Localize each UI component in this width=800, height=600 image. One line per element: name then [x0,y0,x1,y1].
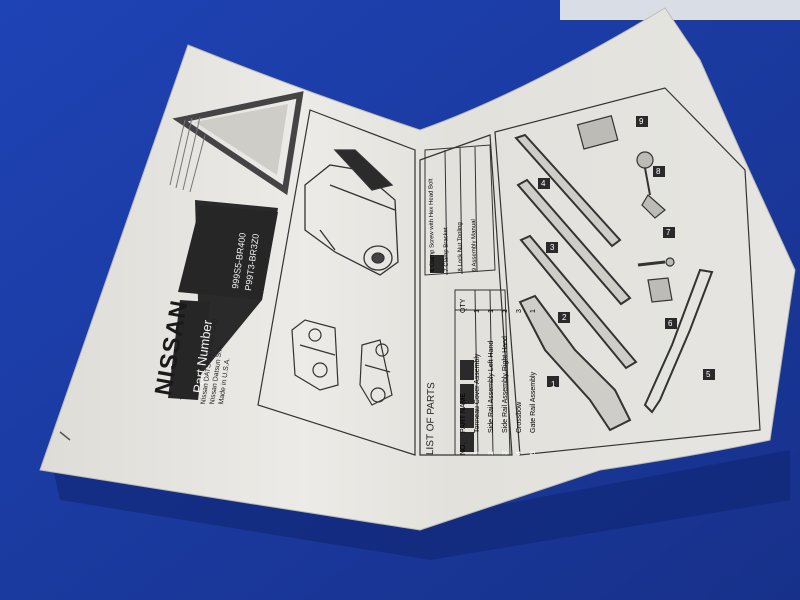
parts-table: NO. PART NAME QTY 1 Tonneau Cover Assemb… [460,295,544,455]
panel-middle-border [419,134,513,456]
row-no: 2 [488,451,495,455]
header-no: NO. [460,442,467,455]
callout-label: 8 [656,167,661,176]
row-part-name: Tonneau Cover Assembly [474,353,481,433]
callout-label: 5 [706,370,711,379]
row-no: 3 [502,451,509,455]
row-qty: 1 [502,309,509,313]
panel-left-border [257,109,416,456]
panel-right-border [494,87,761,456]
truck-rear-view-icon [359,339,393,406]
truck-side-view-icon [291,319,339,391]
warning-triangle-icon [172,91,304,196]
row-part-name: Clamp Bracket [443,227,450,267]
table-row: 4 Crossbow 3 [516,295,530,455]
table-row: 5 Gate Rail Assembly 1 [530,295,544,455]
row-part-name: Clamp Screw with Hex Head Bolt [428,178,436,267]
callout-label: 3 [550,243,555,252]
table-header-row: NO. PART NAME QTY [460,295,474,455]
part-number-box-main [178,205,278,300]
top-right-object [560,0,800,20]
row-part-name: Side Rail Assembly Right Hand [502,336,509,433]
warning-text-lines [169,116,206,193]
staple-mark [59,431,71,441]
row-qty: 1 [488,309,495,313]
row-no: 8 [457,268,464,272]
row-no: 6 [429,268,436,272]
callout-label: 4 [541,179,546,188]
callout-label: 9 [639,117,644,126]
table-row: 3 Side Rail Assembly Right Hand 1 [502,295,516,455]
row-part-name: Crossbow [516,401,523,433]
header-qty: QTY [460,298,467,313]
row-no: 7 [443,268,450,272]
table-row: 2 Side Rail Assembly Left Hand 1 [488,295,502,455]
paper-shadow [50,450,790,560]
part-number-label-box [168,300,210,400]
callout-label: 1 [551,380,556,389]
row-qty: 1 [530,309,537,313]
row-part-name: Assembly Manual [471,219,478,267]
table-row: 9 Assembly Manual [470,178,486,272]
hardware-table: 6 Clamp Screw with Hex Head Bolt 7 Clamp… [428,178,486,272]
callout-label: 6 [668,319,673,328]
row-no: 9 [471,267,478,272]
callout-boxes [538,116,715,387]
table-row: 1 Tonneau Cover Assembly 1 [474,295,488,455]
row-no: 1 [474,451,481,455]
row-part-name: Side Rail Assembly Left Hand [488,340,495,433]
rail-diagram-icon [514,133,714,432]
row-part-name: Gate Rail Assembly [530,371,537,433]
truck-illustration-icon [304,149,399,276]
row-part-name: Lock Nut Tooling [457,222,464,267]
header-part-name: PART NAME [460,392,467,433]
parts-table-grid [424,144,511,456]
list-of-parts-title: LIST OF PARTS [425,382,438,456]
row-no: 4 [516,451,523,455]
row-qty: 1 [474,309,481,313]
row-no: 5 [530,451,537,455]
table-number-cells [430,255,474,452]
callout-label: 2 [562,313,567,322]
callout-label: 7 [666,228,671,237]
hardware-icons [576,115,675,303]
brand-logo: NISSAN [150,297,194,398]
row-qty: 3 [516,309,523,313]
